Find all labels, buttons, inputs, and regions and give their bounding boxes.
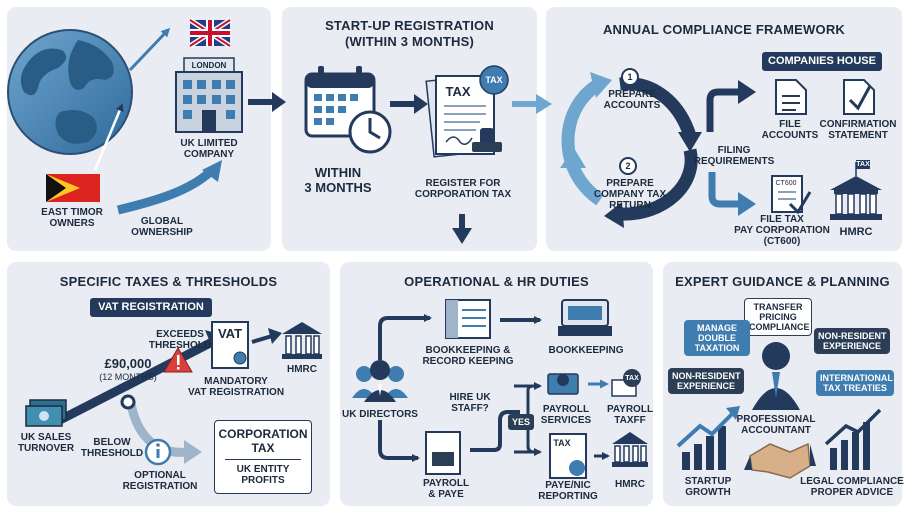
compliance-title: ANNUAL COMPLIANCE FRAMEWORK [602, 22, 846, 37]
uk-flag-icon [188, 17, 232, 49]
paye-form-icon [549, 433, 587, 479]
file-accounts-icon [775, 79, 807, 115]
compliance-chart-icon [824, 408, 882, 470]
taxes-title: SPECIFIC TAXES & THRESHOLDS [59, 274, 278, 289]
ledger-icon [445, 299, 491, 339]
confirmation-statement-label: CONFIRMATION STATEMENT [819, 119, 897, 141]
tax-badge-text: TAX [485, 75, 503, 85]
transfer-pricing-bubble: TRANSFER PRICING COMPLIANCE [744, 298, 812, 336]
globe-icon [7, 29, 133, 155]
vat-certificate-icon [211, 321, 249, 369]
growth-chart-icon [676, 406, 740, 470]
registration-title: START-UP REGISTRATION (WITHIN 3 MONTHS) [325, 18, 494, 49]
step-2-number: 2 [625, 161, 631, 171]
bookkeeping-label: BOOKKEEPING [548, 345, 624, 356]
cash-stack-icon [25, 399, 67, 427]
guidance-title: EXPERT GUIDANCE & PLANNING [675, 274, 890, 289]
hire-staff-label: HIRE UK STAFF? [449, 392, 491, 414]
prepare-tax-return-label: PREPARE COMPANY TAX RETURN [593, 178, 667, 211]
startup-growth-label: STARTUP GROWTH [684, 476, 732, 498]
yes-badge: YES [508, 414, 534, 430]
paye-doc-text: TAX [553, 438, 571, 448]
hmrc-tax-tag: TAX [856, 161, 870, 168]
corporation-tax-sub: UK ENTITY PROFITS [236, 464, 290, 486]
directors-icon [352, 360, 408, 402]
uk-company-label: UK LIMITED COMPANY [180, 138, 238, 160]
hmrc-label: HMRC [839, 226, 873, 238]
ct600-form-icon [771, 175, 812, 215]
east-timor-flag-icon [46, 174, 100, 202]
payroll-form-icon [425, 431, 461, 475]
owners-label: EAST TIMOR OWNERS [41, 207, 103, 229]
tax-badge-icon [479, 65, 509, 95]
step-1-number: 1 [627, 72, 633, 82]
handshake-icon [744, 442, 816, 479]
payroll-taxff-label: PAYROLL TAXFF [606, 404, 654, 426]
london-sign: LONDON [191, 61, 227, 70]
warning-icon [163, 347, 193, 373]
tax-treaties-bubble: INTERNATIONAL TAX TREATIES [816, 370, 894, 396]
vat-doc-text: VAT [217, 326, 243, 341]
paye-reporting-label: PAYE/NIC REPORTING [538, 480, 598, 502]
global-ownership-label: GLOBAL OWNERSHIP [131, 216, 193, 238]
hmrc-building-icon [830, 160, 882, 220]
nonresident-left-bubble: NON-RESIDENT EXPERIENCE [668, 368, 744, 394]
exceeds-threshold-label: EXCEEDS THRESHOLD [148, 329, 212, 351]
accountant-icon [752, 342, 800, 410]
hmrc-label: HMRC [615, 479, 645, 490]
optional-registration-label: OPTIONAL REGISTRATION [122, 470, 198, 492]
within-3-months-label: WITHIN 3 MONTHS [304, 165, 372, 195]
payroll-tax-icon [611, 369, 641, 397]
payroll-cash-icon [547, 373, 579, 395]
register-corp-tax-label: REGISTER FOR CORPORATION TAX [414, 178, 512, 200]
payroll-paye-label: PAYROLL & PAYE [422, 478, 470, 500]
mandatory-vat-label: MANDATORY VAT REGISTRATION [187, 376, 285, 398]
uk-sales-label: UK SALES TURNOVER [17, 432, 75, 454]
confirmation-statement-icon [843, 79, 875, 115]
hmrc-label: HMRC [287, 364, 317, 375]
record-keeping-label: BOOKKEEPING & RECORD KEEPING [422, 345, 514, 367]
payroll-services-label: PAYROLL SERVICES [540, 404, 592, 426]
corporation-tax-box: CORPORATION TAX UK ENTITY PROFITS [214, 420, 312, 494]
info-icon [144, 438, 172, 466]
prepare-accounts-label: PREPARE ACCOUNTS [603, 89, 661, 111]
hmrc-building-icon [612, 432, 648, 467]
ct600-doc-text: CT600 [775, 180, 797, 187]
hmrc-building-icon [282, 322, 322, 359]
below-threshold-label: BELOW THRESHOLD [80, 437, 144, 459]
payroll-tax-tag: TAX [625, 375, 639, 382]
threshold-period: (12 MONTHS) [99, 372, 157, 382]
filing-requirements-label: FILING REQUIREMENTS [693, 145, 775, 167]
corporation-tax-title: CORPORATION TAX [218, 427, 308, 455]
tax-form-word: TAX [445, 84, 471, 99]
accountant-label: PROFESSIONAL ACCOUNTANT [736, 414, 816, 436]
rubber-stamp-icon [472, 128, 502, 152]
companies-house-badge: COMPANIES HOUSE [762, 52, 882, 71]
file-accounts-label: FILE ACCOUNTS [761, 119, 819, 141]
legal-compliance-label: LEGAL COMPLIANCE PROPER ADVICE [800, 476, 904, 498]
operations-title: OPERATIONAL & HR DUTIES [404, 274, 589, 289]
nonresident-right-bubble: NON-RESIDENT EXPERIENCE [814, 328, 890, 354]
cash-register-icon [558, 299, 612, 336]
threshold-value: £90,000 [104, 356, 152, 371]
office-building-icon [175, 57, 243, 133]
vat-registration-badge: VAT REGISTRATION [90, 298, 212, 317]
file-tax-label: FILE TAX PAY CORPORATION (CT600) [734, 214, 830, 247]
double-taxation-bubble: MANAGE DOUBLE TAXATION [684, 320, 750, 356]
uk-directors-label: UK DIRECTORS [342, 409, 418, 420]
clock-icon [348, 110, 392, 154]
